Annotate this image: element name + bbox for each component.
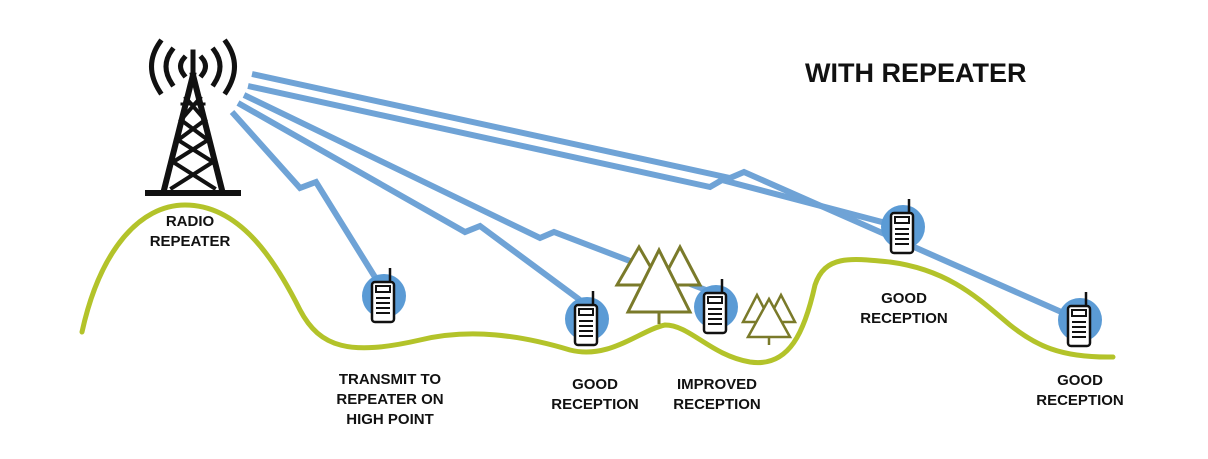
signal-line-transmit [229, 109, 381, 284]
label-good-reception-3: GOOD RECEPTION [1036, 372, 1124, 409]
handheld-radio-icon [879, 197, 927, 255]
pine-tree-icon [614, 243, 703, 324]
handheld-radio-icon [563, 289, 611, 347]
label-transmit-to-repeater: TRANSMIT TO REPEATER ON HIGH POINT [336, 371, 444, 428]
label-radio-repeater: RADIO REPEATER [149, 213, 231, 250]
radio-tower-icon [145, 38, 241, 196]
signal-line-good1 [236, 100, 582, 303]
diagram-title: WITH REPEATER [805, 58, 1027, 88]
pine-tree-icon [740, 292, 798, 345]
handheld-radio-icon [360, 266, 408, 324]
label-good-reception-1: GOOD RECEPTION [551, 376, 639, 413]
handheld-radio-icon [1056, 290, 1104, 348]
label-improved-reception: IMPROVED RECEPTION [673, 376, 761, 413]
signal-line-good2 [247, 83, 898, 229]
terrain-line [79, 202, 1116, 366]
label-good-reception-2: GOOD RECEPTION [860, 290, 948, 327]
